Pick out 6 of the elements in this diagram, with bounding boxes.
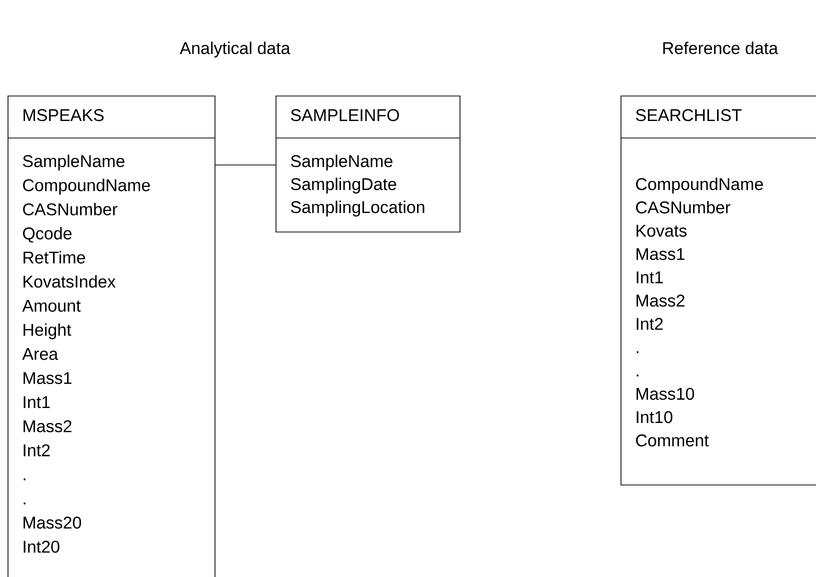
table-box: MSPEAKS SampleName CompoundName CASNumber Qcode RetTime KovatsIndex Amount Height Area Mass1 Int1 Mass2 Int2 . . Mass20 Int20 (8, 96, 216, 577)
table-box: SAMPLEINFO SampleName SamplingDate SamplingLocation (276, 96, 460, 232)
table-box: SEARCHLIST CompoundName CASNumber Kovats Mass1 Int1 Mass2 Int2 . . Mass10 Int10 Comment (620, 96, 816, 486)
group-heading: Analytical data (180, 42, 290, 58)
connector-line (215, 164, 276, 166)
group-heading: Reference data (663, 42, 778, 54)
